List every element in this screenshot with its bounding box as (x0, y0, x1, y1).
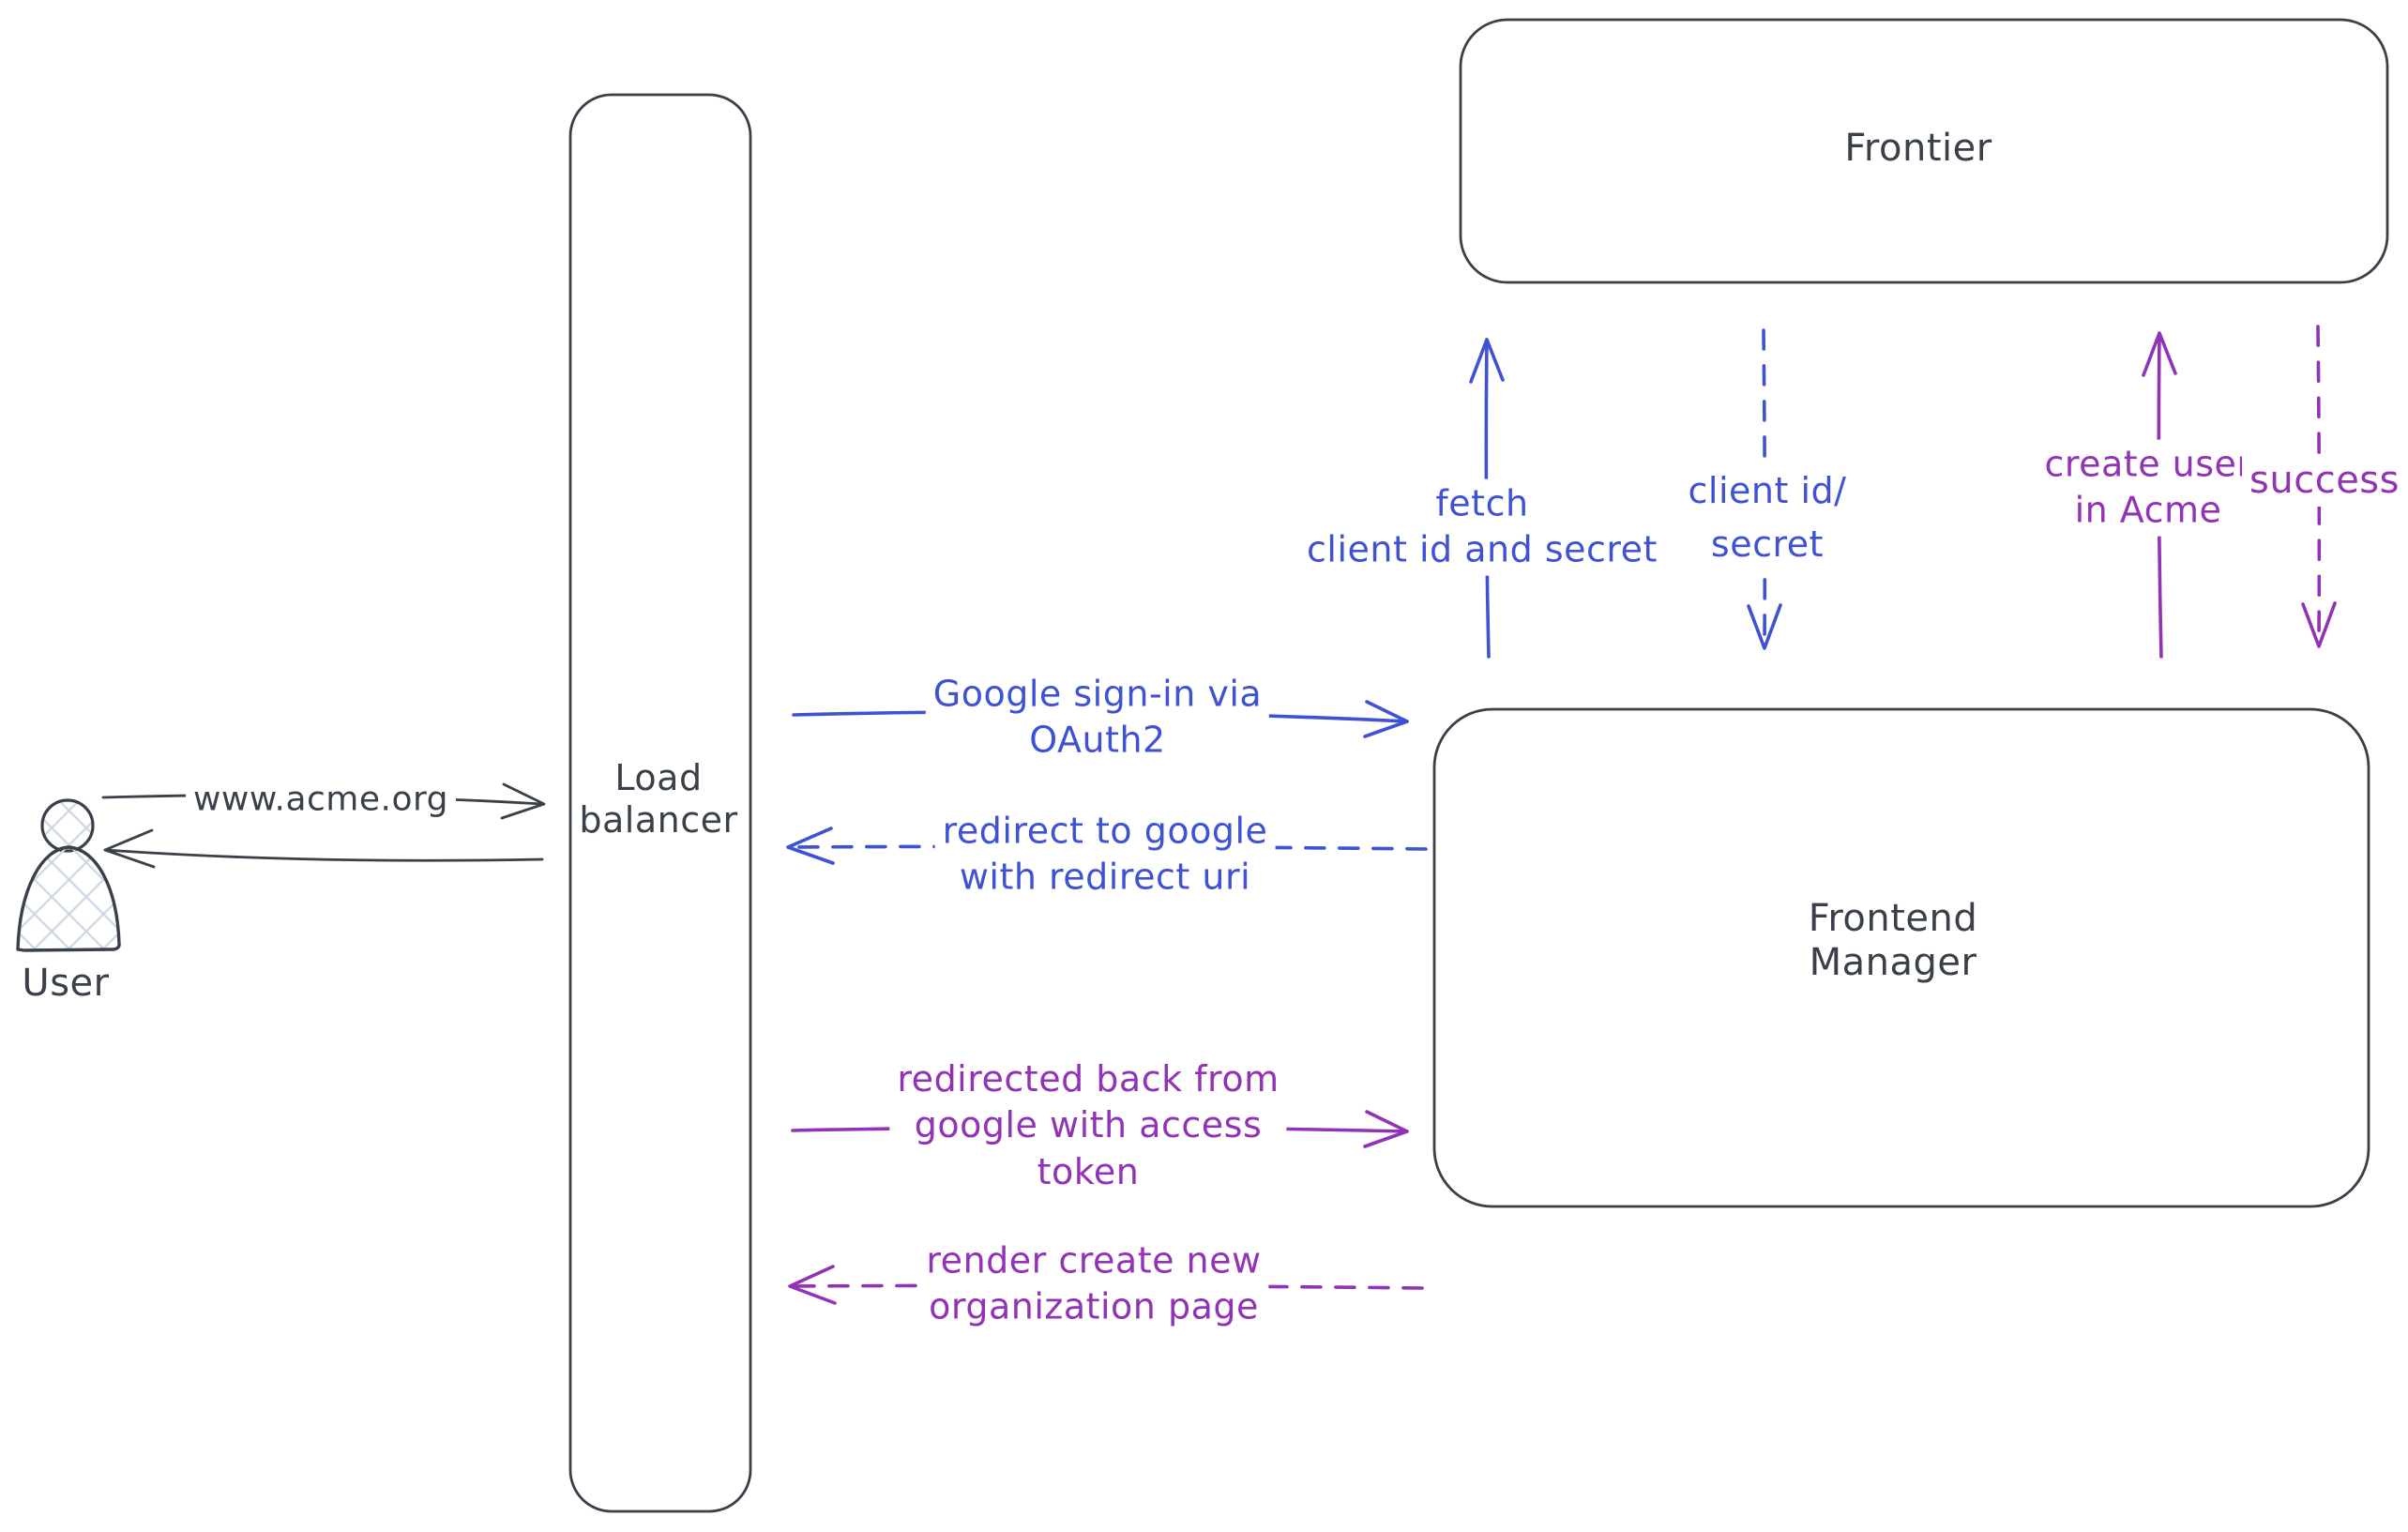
arrow-create-user-label: create user in Acme (2037, 439, 2260, 537)
arrow-render-org-page-label-line1: render create new (926, 1239, 1262, 1282)
arrow-create-user-label-line1: create user (2044, 443, 2252, 485)
arrow-google-signin-head (1363, 700, 1409, 738)
arrow-client-id-secret-label-line2: secret (1710, 523, 1825, 565)
arrow-www-acme-head (500, 782, 546, 820)
arrow-redirected-back-label: redirected back from google with access … (889, 1054, 1287, 1198)
frontier-node (1459, 18, 2389, 284)
arrow-redirect-to-google-label-line2: with redirect uri (959, 857, 1251, 898)
arrow-render-org-page-head (788, 1265, 837, 1305)
load-balancer-label-line1: Load (614, 757, 703, 799)
load-balancer-label-line2: balancer (579, 799, 738, 841)
arrow-render-org-page-label-line2: organization page (929, 1286, 1259, 1327)
arrow-redirect-to-google-label: redirect to google with redirect uri (934, 806, 1276, 903)
arrow-render-org-page-label: render create new organization page (918, 1236, 1269, 1333)
arrow-success-head (2301, 601, 2337, 648)
frontier-label: Frontier (1844, 127, 1992, 170)
arrow-client-id-secret-label: client id/ secret (1680, 463, 1855, 573)
frontend-manager-label-line1: Frontend (1808, 896, 1978, 940)
arrow-redirected-back-label-line3: token (1037, 1150, 1140, 1192)
load-balancer-label: Load balancer (571, 755, 745, 843)
arrow-lb-response-line (103, 848, 544, 862)
arrow-redirected-back-label-line1: redirected back from (897, 1057, 1280, 1100)
arrow-fetch-creds-head (1469, 338, 1505, 384)
arrow-fetch-creds-label-line2: client id and secret (1307, 529, 1658, 570)
arrow-redirected-back-label-line2: google with access (914, 1104, 1263, 1146)
user-actor-head (40, 798, 95, 853)
arrow-google-signin-label-line2: OAuth2 (1029, 720, 1166, 761)
arrow-create-user-head (2142, 331, 2177, 377)
frontend-manager-label-line2: Manager (1809, 941, 1977, 984)
load-balancer-node (568, 93, 752, 1513)
arrow-fetch-creds-label-line1: fetch (1435, 482, 1529, 524)
arrow-create-user-label-line2: in Acme (2074, 490, 2222, 531)
arrow-lb-response-head (103, 828, 156, 869)
user-label: User (22, 962, 110, 1005)
arrow-fetch-creds-label: fetch client id and secret (1299, 478, 1665, 576)
frontend-manager-label: Frontend Manager (1801, 895, 1986, 987)
arrow-redirect-to-google-label-line1: redirect to google (942, 810, 1268, 852)
arrow-google-signin-label-line1: Google sign-in via (932, 673, 1263, 715)
frontend-manager-node (1432, 707, 2370, 1208)
arrow-redirected-back-head (1363, 1110, 1409, 1148)
arrow-success-label: success (2242, 454, 2407, 507)
arrow-redirect-to-google-head (786, 827, 835, 865)
arrow-google-signin-label: Google sign-in via OAuth2 (925, 669, 1270, 766)
arrow-client-id-secret-label-line1: client id/ (1688, 470, 1847, 511)
user-actor-body (16, 845, 121, 952)
arrow-client-id-secret-head (1747, 603, 1782, 650)
arrow-www-acme-label: www.acme.org (185, 776, 457, 825)
